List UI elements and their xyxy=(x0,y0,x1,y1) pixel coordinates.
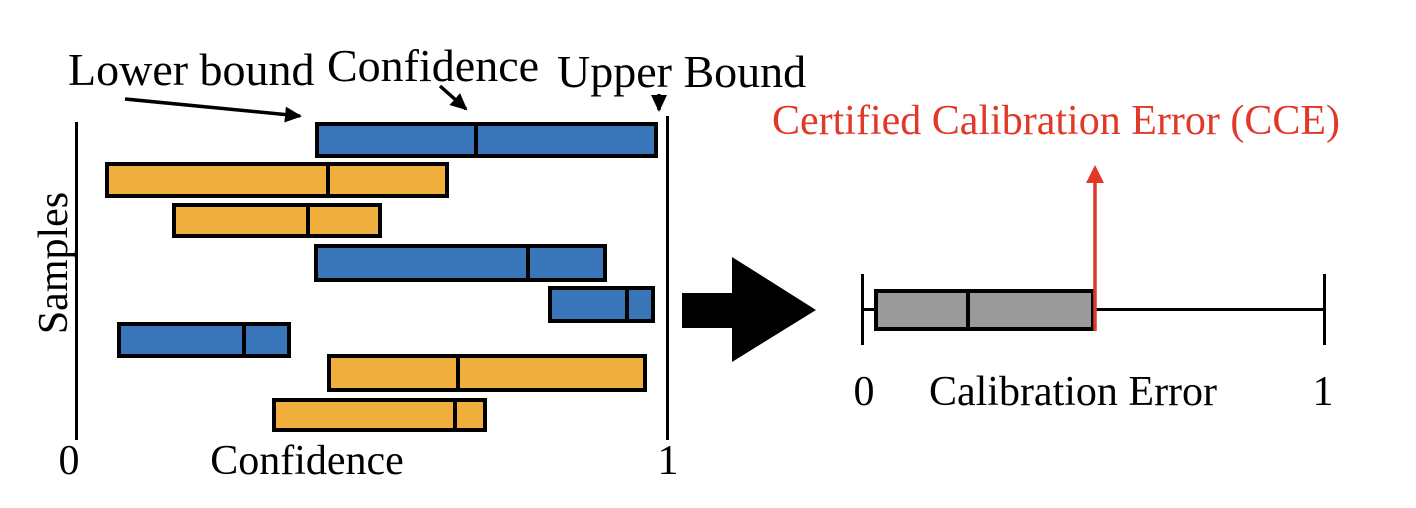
confidence-annotation-label: Confidence xyxy=(327,40,540,91)
right-tick-one: 1 xyxy=(1312,369,1334,415)
cce-title: Certified Calibration Error (CCE) xyxy=(771,98,1340,144)
sample-interval-bar xyxy=(272,398,488,432)
upper-bound-label: Upper Bound xyxy=(557,46,807,97)
right-tick-zero: 0 xyxy=(853,369,875,415)
confidence-divider xyxy=(242,326,247,354)
confidence-one-line xyxy=(666,116,669,440)
left-tick-one: 1 xyxy=(657,438,679,484)
sample-interval-bar xyxy=(326,354,647,392)
confidence-divider xyxy=(453,402,458,428)
confidence-divider xyxy=(306,207,311,234)
sample-interval-bar xyxy=(117,322,291,358)
interval-bars-layer xyxy=(104,122,658,432)
calibration-error-axis-label: Calibration Error xyxy=(928,369,1218,415)
box-divider xyxy=(966,293,971,327)
confidence-axis-label: Confidence xyxy=(210,438,404,484)
confidence-divider xyxy=(624,290,629,319)
confidence-divider xyxy=(525,248,530,278)
sample-interval-bar xyxy=(172,203,382,238)
left-axis-line xyxy=(75,122,78,440)
sample-interval-bar xyxy=(548,286,655,323)
sample-interval-bar xyxy=(104,162,449,198)
calibration-error-box xyxy=(874,289,1095,331)
left-tick-zero: 0 xyxy=(58,438,80,484)
confidence-divider xyxy=(473,126,478,154)
sample-interval-bar xyxy=(315,122,658,158)
lower-bound-label: Lower bound xyxy=(68,44,315,95)
sample-interval-bar xyxy=(313,244,608,282)
confidence-divider xyxy=(326,166,331,194)
error-min-tick xyxy=(861,274,864,345)
confidence-divider xyxy=(456,358,461,388)
error-max-tick xyxy=(1323,274,1326,345)
